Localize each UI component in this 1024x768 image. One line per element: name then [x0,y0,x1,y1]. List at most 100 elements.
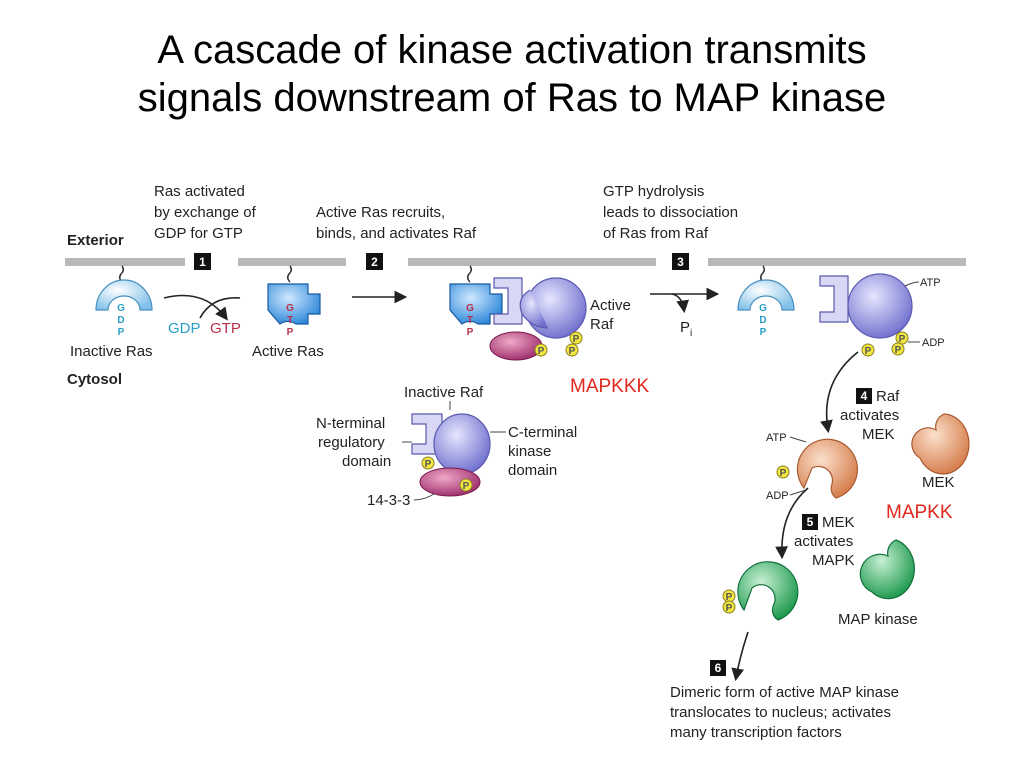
step1-line-1: Ras activated [154,183,245,200]
released-raf-phospho-1: P [899,334,906,345]
exterior-label: Exterior [67,232,124,249]
step5-line-1: MEK [822,514,855,531]
active-raf-label-1: Active [590,297,631,314]
active-raf-label-2: Raf [590,316,614,333]
released-gdp-d: D [759,315,766,326]
step3-line-2: leads to dissociation [603,204,738,221]
step6-line-2: translocates to nucleus; activates [670,704,891,721]
step5-line-3: MAPK [812,552,855,569]
inactive-mek-protein [911,413,970,475]
raf-atp-label: ATP [920,277,941,289]
inactive-raf-phospho-1: P [425,459,432,470]
step4-line-1: Raf [876,388,900,405]
svg-text:5: 5 [807,515,814,529]
svg-text:2: 2 [371,255,378,269]
gtp-letter-t: T [287,315,293,326]
mek-phospho: P [780,468,787,479]
step-badge-6: 6 [710,660,726,676]
inactive-raf-phospho-2: P [463,481,470,492]
active-mek-protein: P [776,438,858,499]
title-line-2: signals downstream of Ras to MAP kinase [137,76,887,120]
svg-text:6: 6 [715,661,722,675]
plasma-membrane [65,258,966,266]
ras-raf-complex: G T P P P P [449,265,587,361]
step-badge-5: 5 [802,514,818,530]
released-raf-phospho-3: P [865,346,872,357]
released-raf-phospho-2: P [895,345,902,356]
step1-line-3: GDP for GTP [154,225,243,242]
14-3-3-label: 14-3-3 [367,492,410,509]
14-3-3-pointer [413,493,435,501]
released-inactive-ras: G D P [737,265,795,338]
n-terminal-label-2: regulatory [318,434,385,451]
c-terminal-label-3: domain [508,462,557,479]
mapkkk-annotation: MAPKKK [570,376,650,397]
step5-line-2: activates [794,533,853,550]
mek-adp-label: ADP [766,490,789,502]
c-terminal-label-1: C-terminal [508,424,577,441]
step-badge-2: 2 [366,253,383,270]
gtp-letter-g: G [286,303,294,314]
inactive-ras-label: Inactive Ras [70,343,153,360]
inactive-raf-label: Inactive Raf [404,384,484,401]
complex-gtp-t: T [467,315,473,326]
step6-line-3: many transcription factors [670,724,842,741]
mapk-phospho-1: P [726,592,733,603]
step2-line-2: binds, and activates Raf [316,225,477,242]
released-gdp-p: P [760,327,767,338]
inactive-map-kinase-protein [859,539,915,600]
gtp-in-arrow [199,297,241,319]
step2-description: Active Ras recruits, binds, and activate… [316,204,477,242]
step-badge-3: 3 [672,253,689,270]
step5-arrow [775,487,809,560]
slide-title: A cascade of kinase activation transmits… [0,26,1024,122]
active-ras-label: Active Ras [252,343,324,360]
n-terminal-label-1: N-terminal [316,415,385,432]
step1-line-2: by exchange of [154,204,257,221]
complex-gtp-p: P [467,327,474,338]
raf-phospho-1: P [538,346,545,357]
svg-text:1: 1 [199,255,206,269]
inactive-raf-protein: P P [411,413,491,497]
released-active-raf: P P P [819,273,913,357]
map-kinase-label: MAP kinase [838,611,918,628]
raf-phospho-2: P [573,334,580,345]
step-badge-1: 1 [194,253,211,270]
step6-line-1: Dimeric form of active MAP kinase [670,684,899,701]
step6-arrow [731,631,749,682]
step3-line-1: GTP hydrolysis [603,183,704,200]
cytosol-label: Cytosol [67,371,122,388]
pi-release-arrow [671,293,689,314]
complex-gtp-g: G [466,303,474,314]
mek-label: MEK [922,474,955,491]
gdp-letter-d: D [117,315,124,326]
inactive-ras-protein: G D P [95,265,153,338]
step-badge-4: 4 [856,388,872,404]
n-terminal-label-3: domain [342,453,391,470]
step4-arrow [820,351,859,434]
step2-line-1: Active Ras recruits, [316,204,445,221]
raf-atp-line [904,281,920,287]
gdp-label: GDP [168,320,201,337]
step4-line-2: activates [840,407,899,424]
mek-adp-line [789,489,807,496]
active-map-kinase-protein: P P [722,561,799,621]
mapkk-annotation: MAPKK [886,502,953,523]
gdp-letter-p: P [118,327,125,338]
step3-line-3: of Ras from Raf [603,225,709,242]
gtp-label: GTP [210,320,241,337]
step3-description: GTP hydrolysis leads to dissociation of … [603,183,738,242]
svg-text:3: 3 [677,255,684,269]
c-terminal-label-2: kinase [508,443,551,460]
pi-label: Pi [680,319,692,339]
svg-text:4: 4 [861,389,868,403]
raf-phospho-3: P [569,346,576,357]
mapk-phospho-2: P [726,603,733,614]
gdp-letter-g: G [117,303,125,314]
title-line-1: A cascade of kinase activation transmits [157,28,867,72]
active-ras-protein: G T P [267,265,321,338]
released-gdp-g: G [759,303,767,314]
exchange-arrow [163,294,228,321]
step4-line-3: MEK [862,426,895,443]
